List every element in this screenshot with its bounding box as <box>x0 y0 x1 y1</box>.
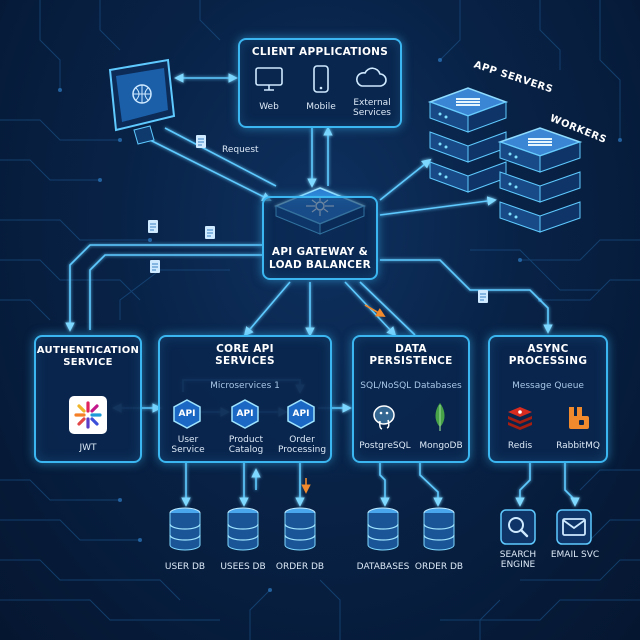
api-hex-icon <box>231 399 259 429</box>
redis-label: Redis <box>507 441 533 451</box>
database-cylinder-icon <box>227 507 259 551</box>
auth-logo-icon <box>69 396 107 434</box>
monitor-icon <box>255 67 283 91</box>
db-label-order-db: ORDER DB <box>275 562 325 572</box>
api-label-order-processing: Order Processing <box>277 435 327 455</box>
authentication-service-title: AUTHENTICATION SERVICE <box>36 345 140 368</box>
worker-server-stack <box>497 127 583 233</box>
microservices-subtitle: Microservices 1 <box>210 381 280 391</box>
db-label-order-db-2: ORDER DB <box>414 562 464 572</box>
rabbitmq-icon <box>569 407 589 429</box>
api-label-user-service: User Service <box>171 435 205 455</box>
api-hex-icon <box>173 399 201 429</box>
document-icon <box>196 135 206 148</box>
core-api-services-title: CORE API SERVICES <box>215 343 275 367</box>
api-gateway-panel: API GATEWAY & LOAD BALANCER <box>262 196 378 280</box>
cloud-icon <box>356 67 387 87</box>
db-label-user-db: USER DB <box>164 562 206 572</box>
app-server-stack <box>427 87 509 193</box>
api-label-product-catalog: Product Catalog <box>228 435 264 455</box>
api-hex-icon <box>287 399 315 429</box>
database-cylinder-icon <box>367 507 399 551</box>
redis-icon <box>508 407 532 430</box>
api-gateway-title: API GATEWAY & LOAD BALANCER <box>268 246 372 271</box>
message-queue-subtitle: Message Queue <box>512 381 584 391</box>
client-item-mobile: Mobile <box>306 102 336 112</box>
data-persistence-title: DATA PERSISTENCE <box>369 343 453 367</box>
core-api-services-panel: CORE API SERVICES Microservices 1 API AP… <box>158 335 332 463</box>
api-badge-user-service: API <box>178 409 196 419</box>
db-label-usees-db: USEES DB <box>220 562 266 572</box>
database-cylinder-icon <box>423 507 455 551</box>
api-badge-product-catalog: API <box>236 409 254 419</box>
search-engine-label: SEARCH ENGINE <box>499 550 537 570</box>
sql-nosql-subtitle: SQL/NoSQL Databases <box>360 381 462 391</box>
database-cylinder-icon <box>284 507 316 551</box>
document-icons <box>148 135 488 303</box>
smartphone-icon <box>313 65 329 93</box>
db-label-databases: DATABASES <box>356 562 410 572</box>
async-processing-title: ASYNC PROCESSING <box>508 343 588 367</box>
async-processing-panel: ASYNC PROCESSING Message Queue Redis Rab… <box>488 335 608 463</box>
database-cylinder-icon <box>169 507 201 551</box>
email-svc-label: EMAIL SVC <box>550 550 600 560</box>
client-applications-panel: CLIENT APPLICATIONS Web Mobile External … <box>238 38 402 128</box>
rabbitmq-label: RabbitMQ <box>556 441 600 451</box>
highlight-arrows <box>301 304 386 494</box>
email-icon <box>556 509 592 545</box>
document-icon <box>150 260 160 273</box>
api-badge-order-processing: API <box>292 409 310 419</box>
jwt-label: JWT <box>79 443 97 453</box>
document-icon <box>205 226 215 239</box>
search-icon <box>500 509 536 545</box>
postgresql-icon <box>373 405 395 430</box>
request-label: Request <box>222 145 259 155</box>
document-icon <box>478 290 488 303</box>
mongodb-label: MongoDB <box>419 441 463 451</box>
mongodb-icon <box>435 403 445 431</box>
client-applications-title: CLIENT APPLICATIONS <box>251 46 389 58</box>
authentication-service-panel: AUTHENTICATION SERVICE JWT <box>34 335 142 463</box>
desktop-monitor-icon <box>108 58 176 145</box>
document-icon <box>148 220 158 233</box>
client-item-external-services: External Services <box>353 98 391 118</box>
postgresql-label: PostgreSQL <box>359 441 411 451</box>
client-item-web: Web <box>259 102 279 112</box>
data-persistence-panel: DATA PERSISTENCE SQL/NoSQL Databases Pos… <box>352 335 470 463</box>
